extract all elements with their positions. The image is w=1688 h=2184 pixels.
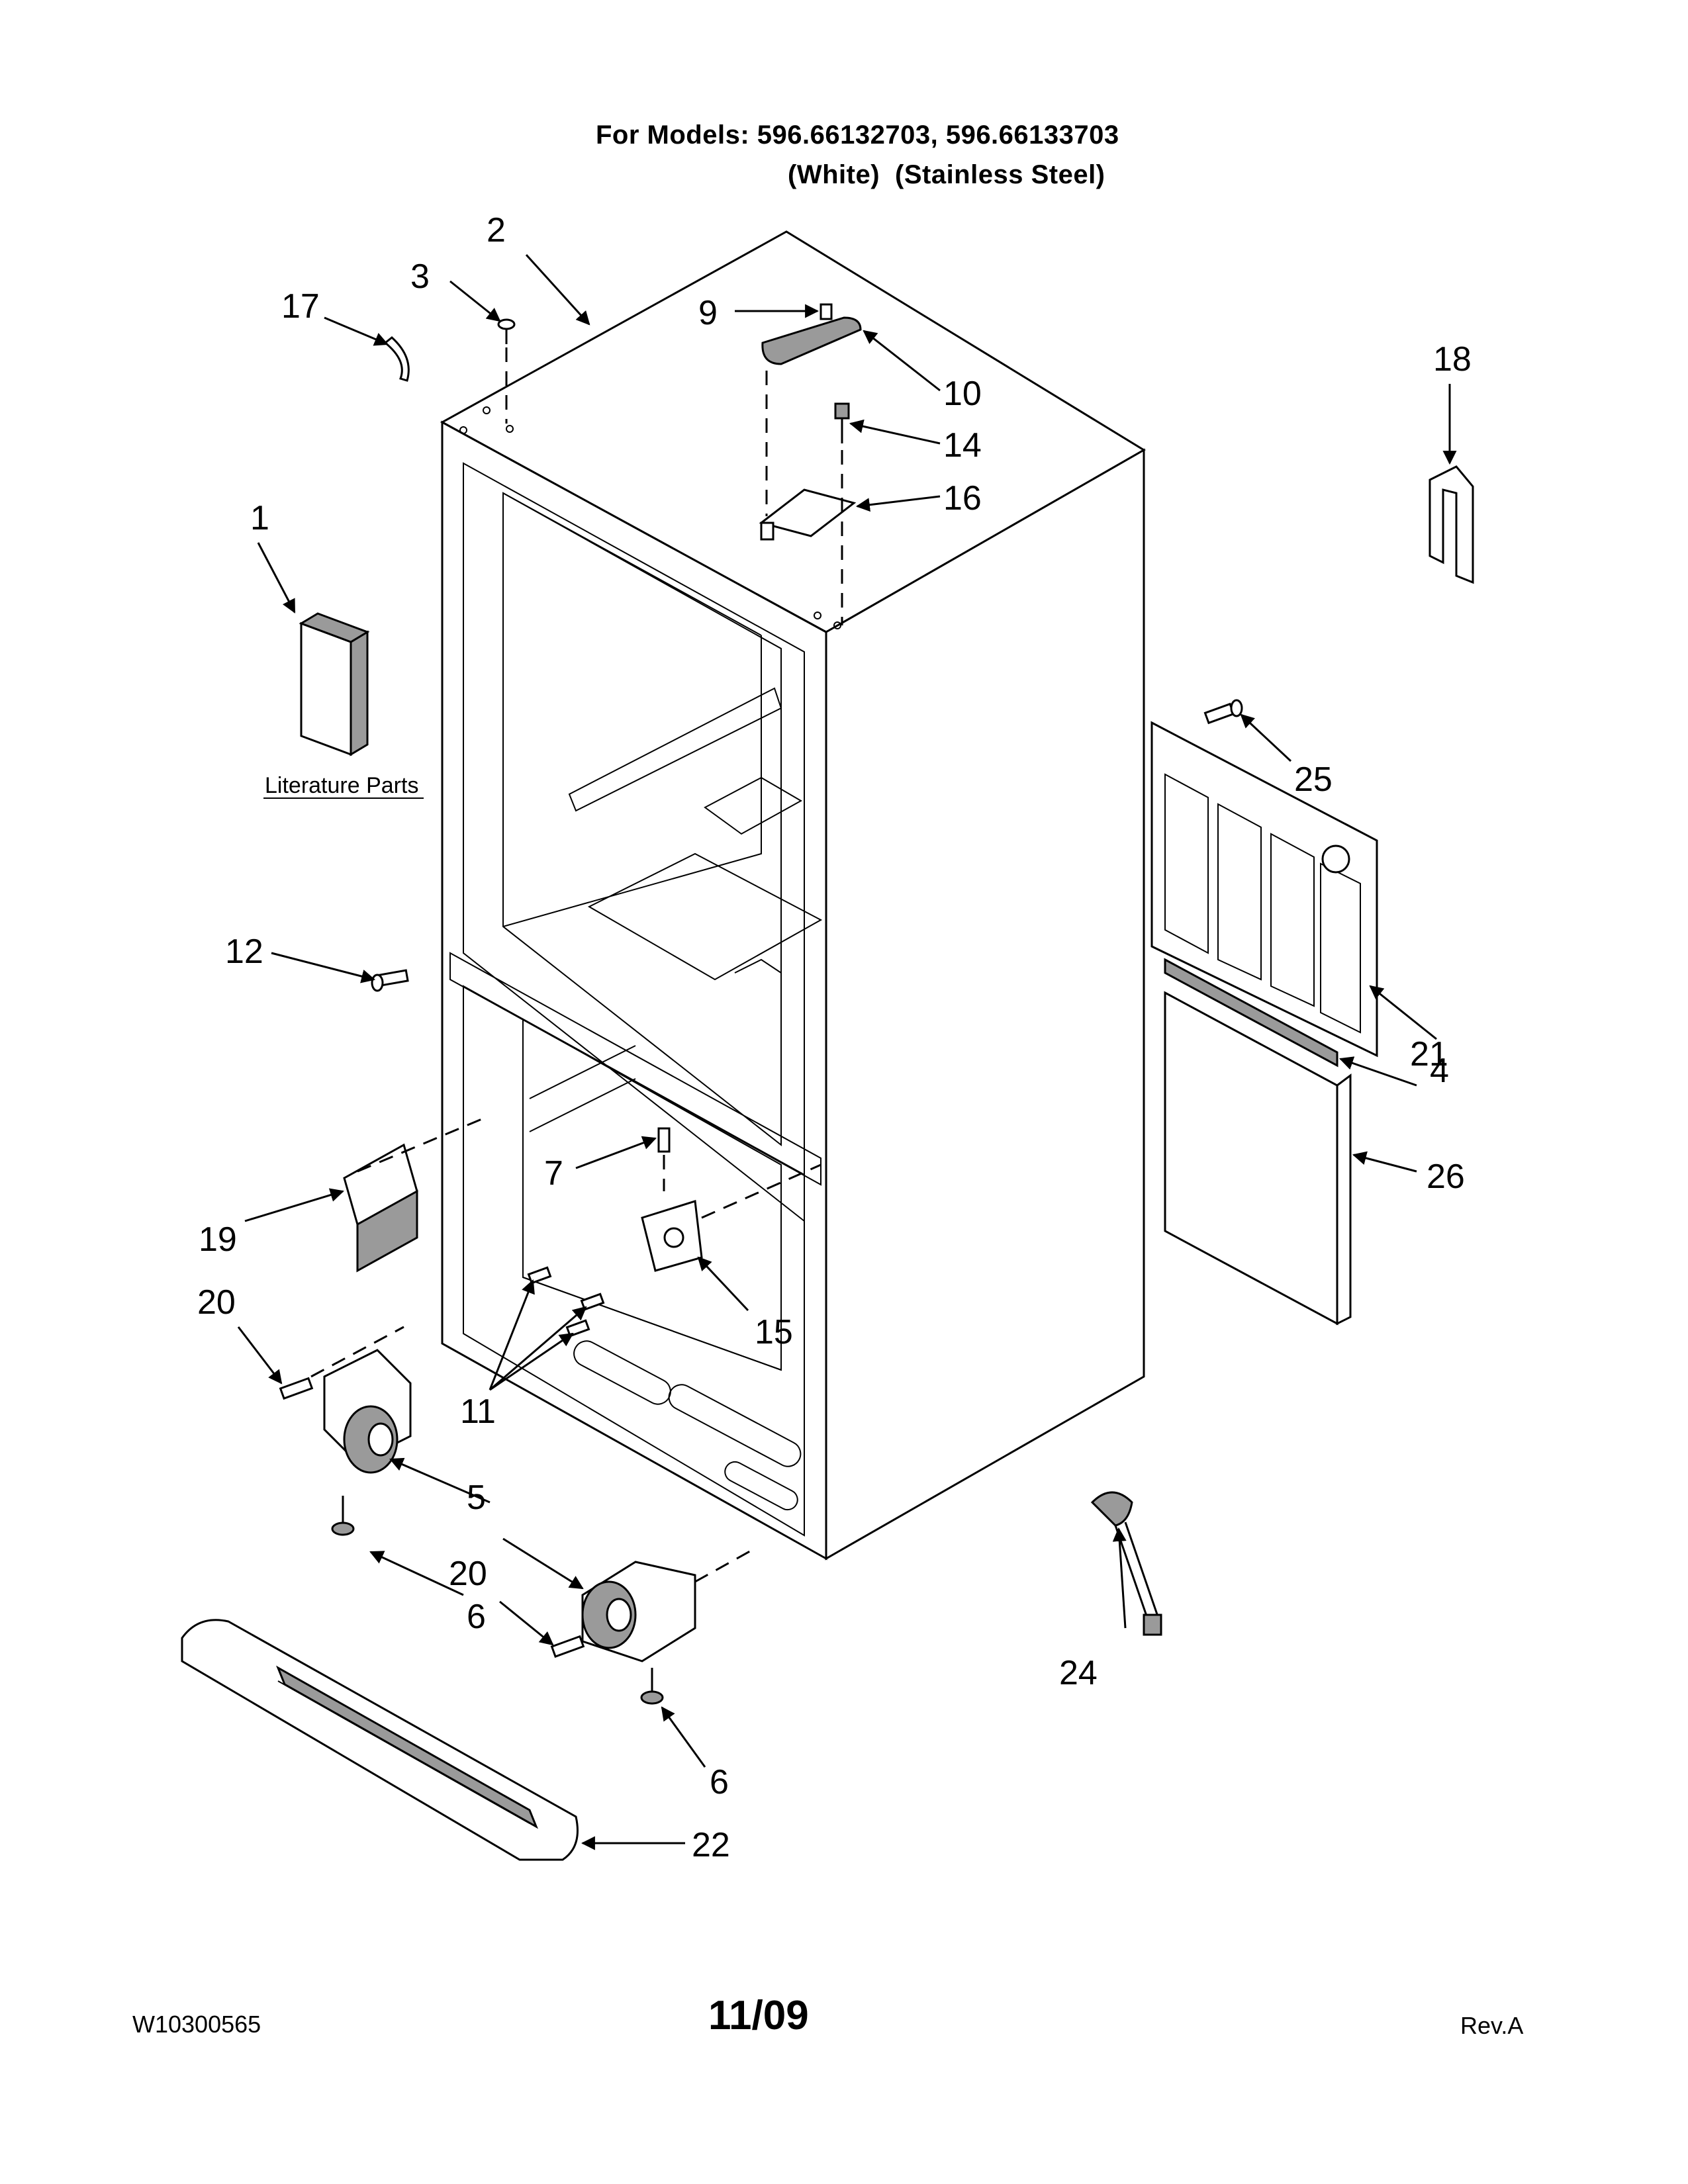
cabinet — [440, 230, 1146, 1561]
part-7-pin — [657, 1127, 671, 1191]
callout-4: 4 — [1430, 1052, 1449, 1090]
variant-white-label: (White) — [788, 160, 880, 189]
callout-20b: 20 — [449, 1555, 487, 1593]
part-24-tool — [1090, 1491, 1162, 1636]
callout-1: 1 — [250, 499, 269, 537]
callout-10: 10 — [943, 375, 982, 413]
document-date: 11/09 — [708, 1993, 809, 2038]
literature-parts — [299, 612, 370, 756]
callout-22: 22 — [692, 1826, 730, 1864]
leader-lines — [237, 253, 1457, 1850]
literature-parts-label: Literature Parts — [265, 773, 418, 798]
callout-26: 26 — [1427, 1158, 1465, 1196]
callout-numbers: 1 2 3 4 5 6 6 7 9 10 11 12 14 15 16 17 1… — [197, 211, 1472, 1864]
part-20-screw-right — [550, 1635, 585, 1658]
callout-17: 17 — [281, 287, 320, 326]
part-18-trim — [1429, 465, 1474, 584]
part-5-roller-left — [310, 1326, 412, 1474]
callout-9: 9 — [698, 294, 718, 332]
callout-20a: 20 — [197, 1283, 236, 1322]
document-revision: Rev.A — [1460, 2012, 1524, 2039]
callout-6b: 6 — [710, 1763, 729, 1801]
part-3-screw — [497, 318, 516, 424]
top-hinge-assembly — [759, 303, 862, 625]
callout-15: 15 — [755, 1313, 793, 1351]
callout-6a: 6 — [467, 1598, 486, 1636]
part-6-foot-right — [640, 1668, 664, 1705]
callout-7: 7 — [544, 1154, 563, 1193]
callout-3: 3 — [410, 257, 430, 296]
part-19-label — [343, 1117, 484, 1273]
callout-24: 24 — [1059, 1654, 1098, 1692]
part-5-roller-right — [581, 1547, 755, 1662]
part-26-panel — [1164, 991, 1352, 1326]
part-25-screw — [1203, 699, 1243, 725]
callout-5: 5 — [467, 1479, 486, 1517]
part-20-screw-left — [279, 1377, 314, 1400]
callout-11: 11 — [460, 1392, 496, 1431]
callout-14: 14 — [943, 426, 982, 465]
variant-steel-label: (Stainless Steel) — [895, 160, 1105, 189]
part-15-bracket — [641, 1163, 821, 1272]
part-6-foot-left — [331, 1496, 355, 1536]
callout-2: 2 — [487, 211, 506, 250]
part-12-screw — [371, 969, 409, 992]
part-11-screws — [527, 1266, 605, 1338]
document-number: W10300565 — [132, 2011, 261, 2038]
part-4-strip — [1164, 958, 1338, 1068]
part-17-tape — [383, 336, 410, 382]
part-21-grille — [1150, 721, 1378, 1058]
callout-12: 12 — [225, 933, 263, 971]
models-heading: For Models: 596.66132703, 596.66133703 — [596, 120, 1119, 150]
callout-21: 21 — [1410, 1035, 1448, 1073]
callout-18: 18 — [1433, 340, 1472, 379]
callout-19: 19 — [199, 1220, 237, 1259]
callout-25: 25 — [1294, 760, 1333, 799]
part-22-base-grille — [181, 1619, 579, 1861]
callout-16: 16 — [943, 479, 982, 518]
